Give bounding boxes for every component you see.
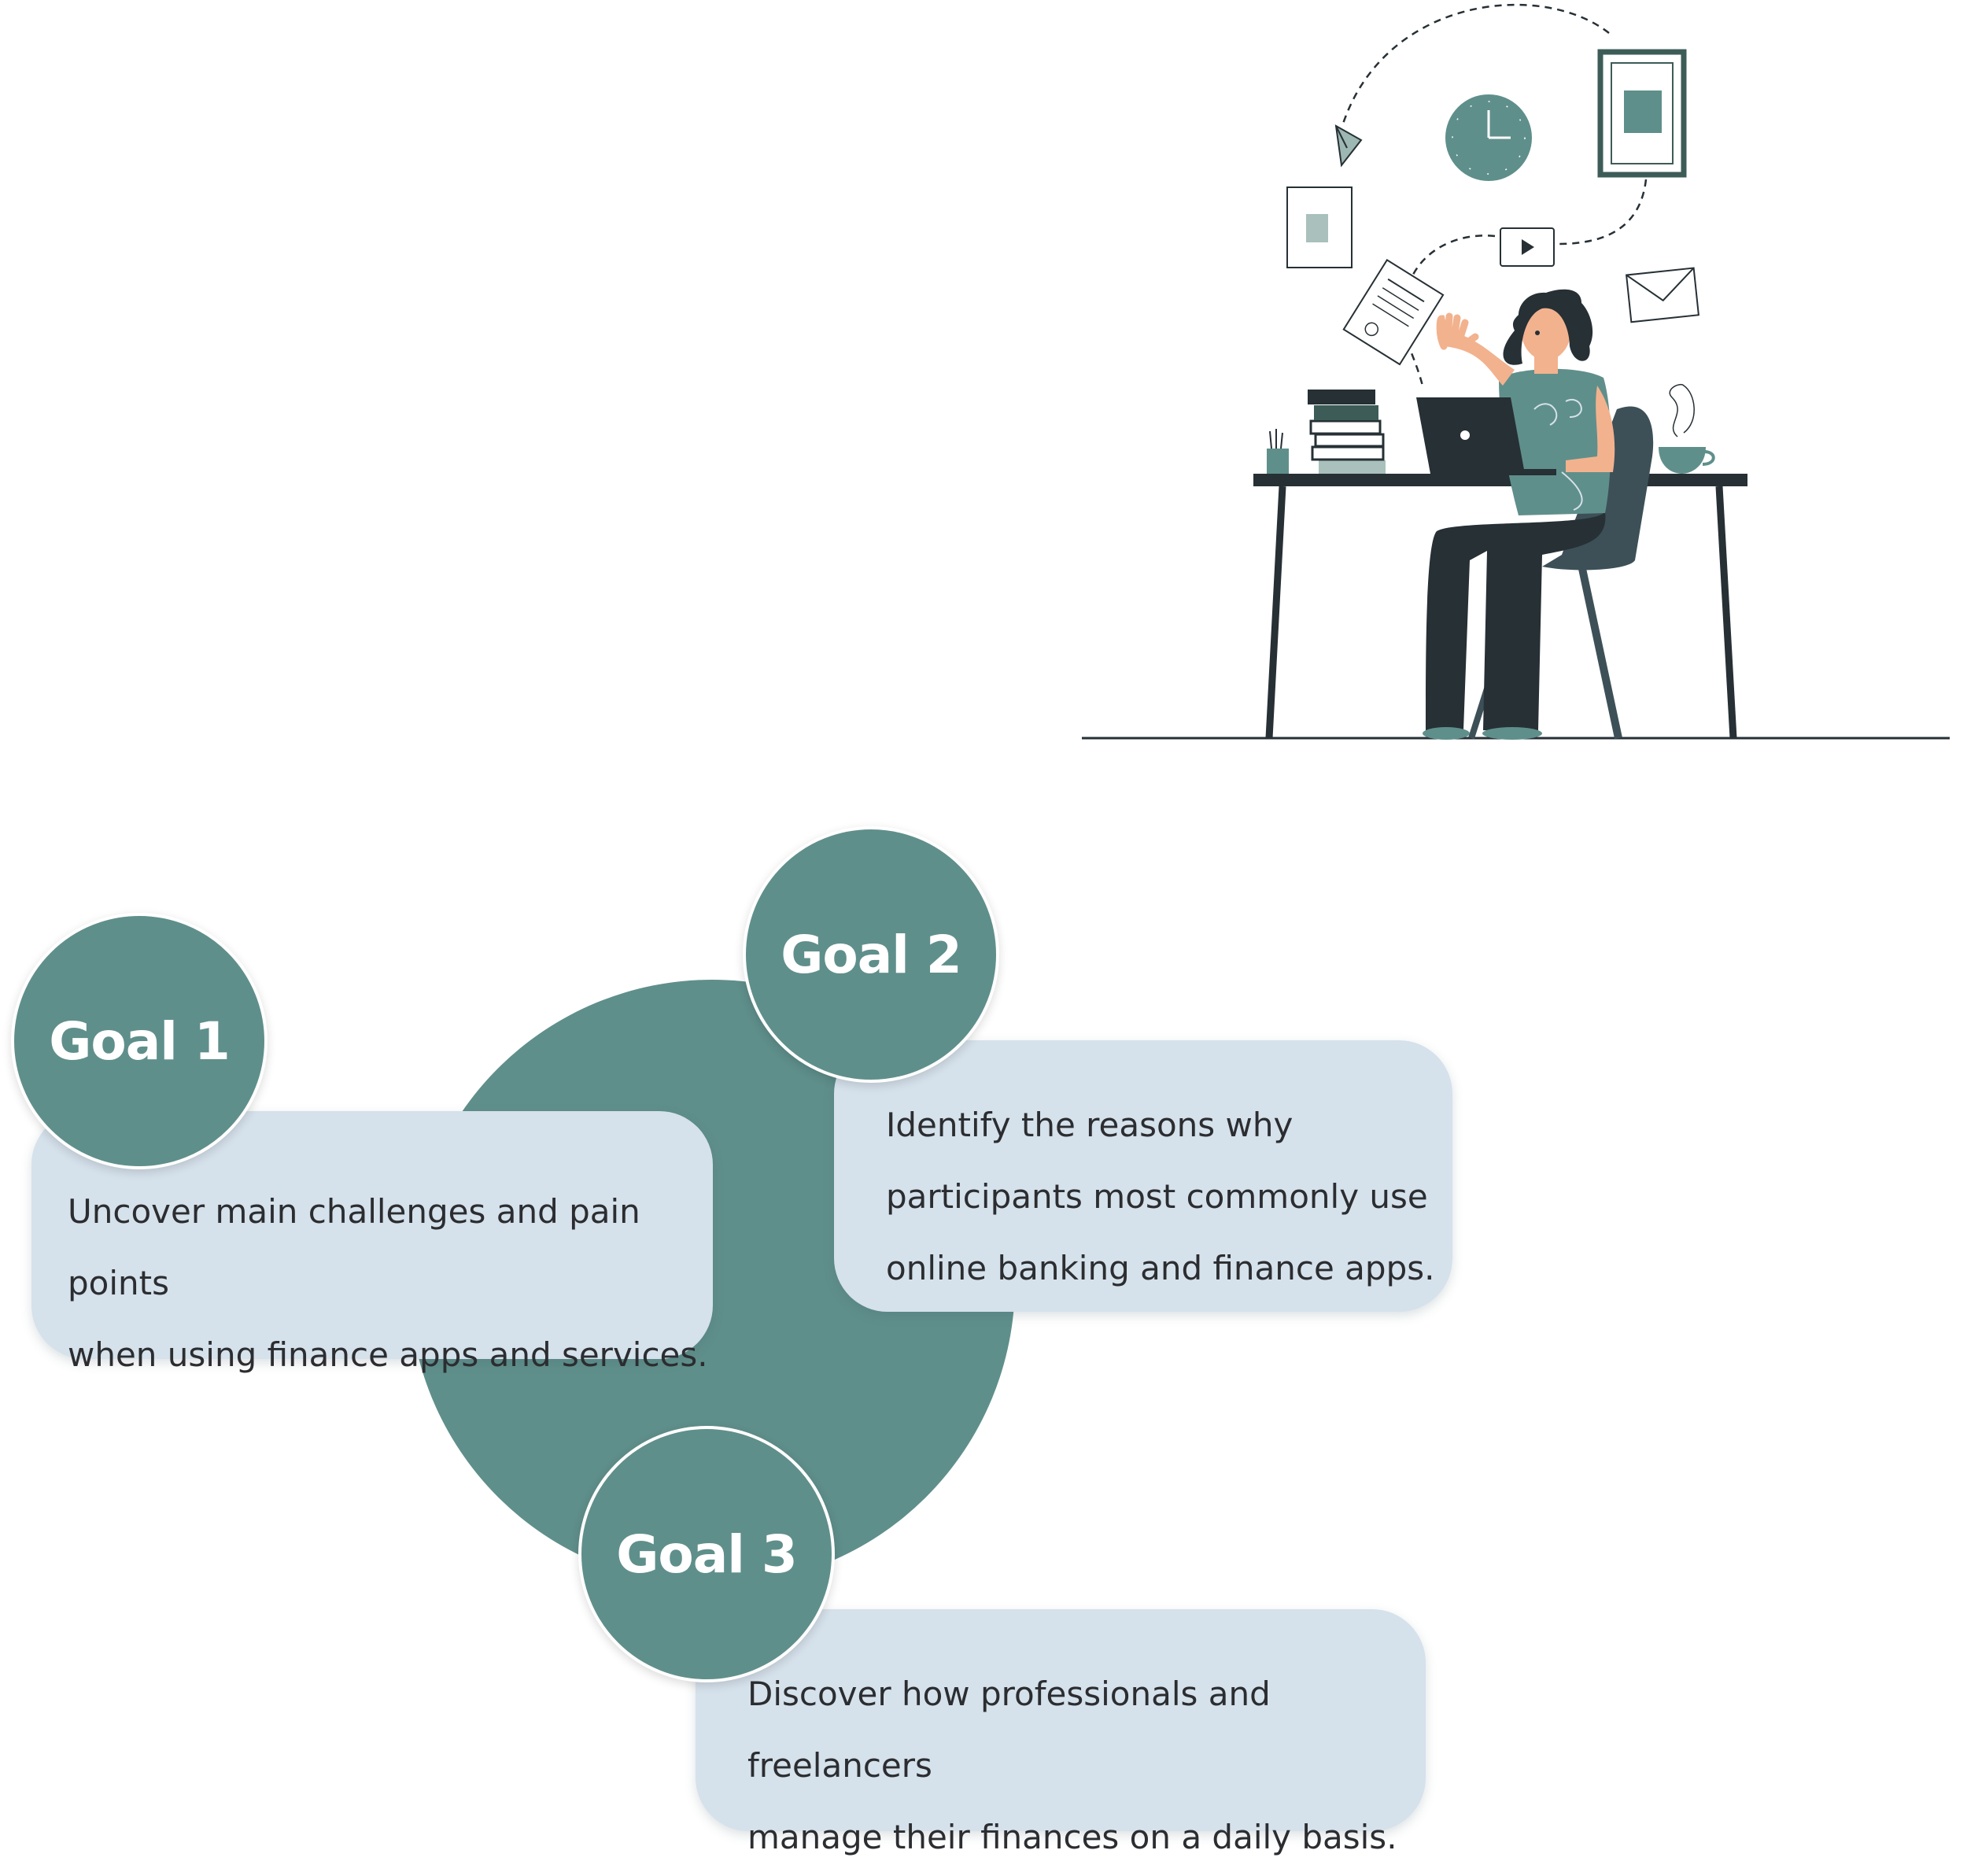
document-icon — [1286, 186, 1353, 268]
coffee-cup-icon — [1659, 384, 1715, 474]
laptop-icon — [1416, 397, 1556, 475]
paper-plane-icon — [1334, 124, 1363, 168]
letter-icon — [1342, 258, 1445, 366]
pencil-cup-icon — [1267, 429, 1289, 474]
goal-1-badge: Goal 1 — [11, 913, 268, 1169]
envelope-icon — [1625, 267, 1699, 323]
picture-frame-icon — [1597, 49, 1687, 178]
illustration-woman-at-desk — [1082, 3, 1950, 740]
goal-2-badge: Goal 2 — [743, 826, 999, 1083]
clock-icon — [1445, 94, 1532, 181]
goal-3-text: Discover how professionals and freelance… — [747, 1675, 1397, 1856]
goal-1-text: Uncover main challenges and pain points … — [68, 1192, 708, 1374]
woman-figure — [1423, 289, 1615, 740]
goal-3-card: Discover how professionals and freelance… — [696, 1609, 1426, 1856]
play-icon — [1500, 227, 1555, 267]
goal-2-text: Identify the reasons why participants mo… — [886, 1106, 1435, 1287]
goal-2-card: Identify the reasons why participants mo… — [834, 1040, 1452, 1312]
books-icon — [1308, 390, 1386, 474]
goal-3-badge: Goal 3 — [578, 1426, 835, 1682]
